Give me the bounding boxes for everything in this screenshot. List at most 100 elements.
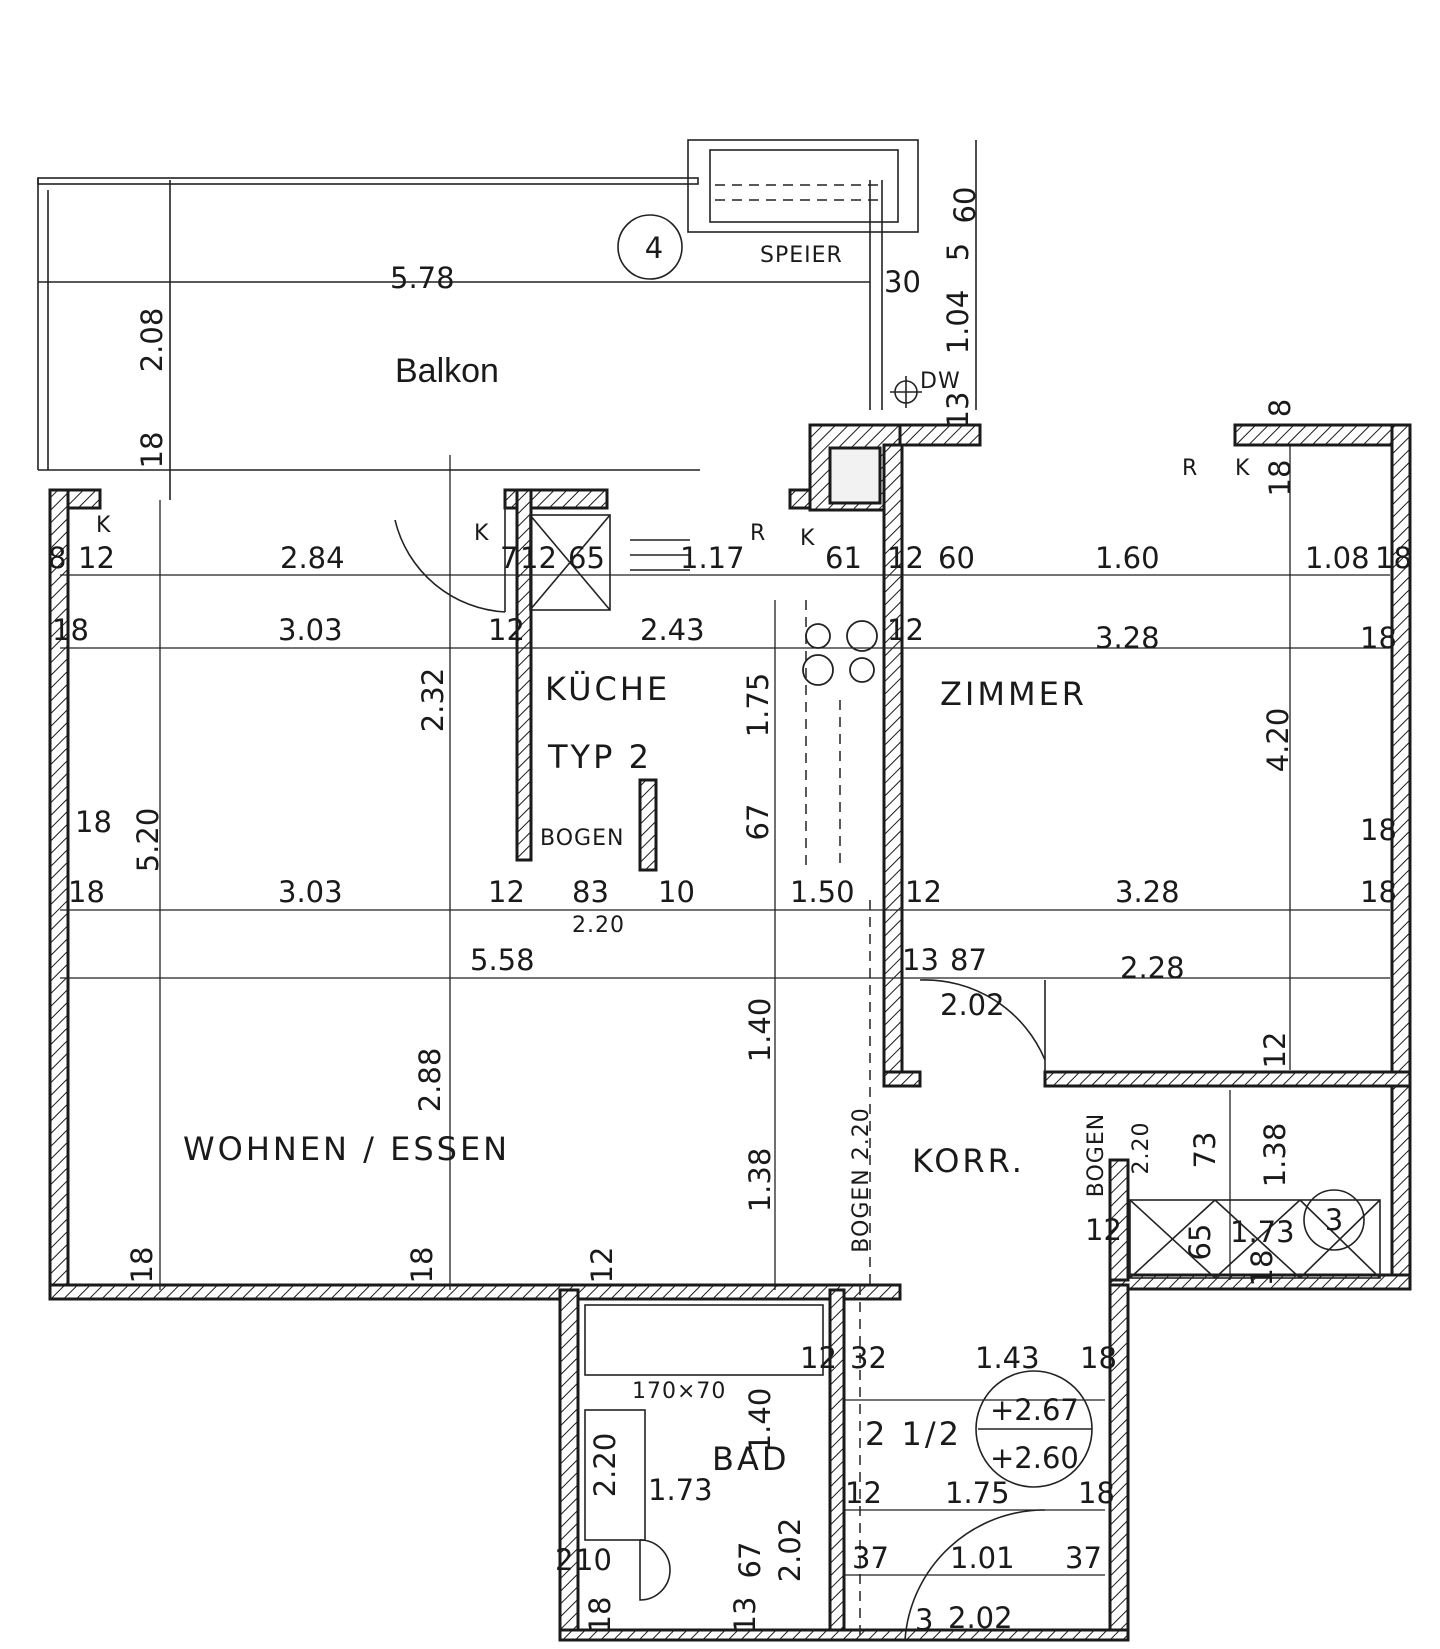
- dim-173-bath: 1.73: [648, 1473, 713, 1507]
- dim-87: 87: [950, 943, 987, 977]
- dim-101: 1.01: [950, 1541, 1015, 1575]
- dim-10-bath: 10: [575, 1543, 612, 1577]
- balcony: [37, 139, 977, 500]
- dim-73: 73: [1188, 1132, 1222, 1169]
- dim-173-store: 1.73: [1230, 1215, 1295, 1249]
- dim-12-l2: 12: [488, 613, 525, 647]
- dim-balcony-depth: 2.08: [135, 308, 169, 373]
- dim-18-r1: 18: [1375, 541, 1412, 575]
- dim-12-k1: 12: [520, 541, 557, 575]
- dim-30: 30: [884, 265, 921, 299]
- label-k-left: K: [96, 513, 111, 538]
- dim-104: 1.04: [941, 290, 975, 355]
- dim-303-bottom: 3.03: [278, 875, 343, 909]
- dim-7: 7: [500, 541, 518, 575]
- label-bogen-corridor: BOGEN 2.20: [849, 1107, 874, 1252]
- dim-13-mid: 13: [902, 943, 939, 977]
- dim-13-bath-bottom: 13: [728, 1597, 762, 1634]
- marker-3: 3: [1325, 1203, 1343, 1237]
- dim-18-bl1: 18: [125, 1247, 159, 1284]
- dim-18-corr2: 18: [1078, 1476, 1115, 1510]
- label-k-zimmer: K: [1235, 456, 1250, 481]
- dim-303-top: 3.03: [278, 613, 343, 647]
- dim-60-zimmer: 60: [938, 541, 975, 575]
- dim-60: 60: [948, 187, 982, 224]
- plan-labels: 4 SPEIER 5.78 30 60 5 1.04 2.08 18 Balko…: [48, 187, 1412, 1637]
- dim-558: 5.58: [470, 943, 535, 977]
- dim-220-bath: 2.20: [588, 1433, 622, 1498]
- dim-243: 2.43: [640, 613, 705, 647]
- dim-balcony-width: 5.78: [390, 261, 455, 295]
- dim-220-store: 2.20: [1129, 1122, 1154, 1175]
- dim-160: 1.60: [1095, 541, 1160, 575]
- dim-138-living: 1.38: [743, 1148, 777, 1213]
- dim-150: 1.50: [790, 875, 855, 909]
- label-bogen-store: BOGEN: [1084, 1113, 1109, 1197]
- dim-108: 1.08: [1305, 541, 1370, 575]
- dim-32: 32: [850, 1341, 887, 1375]
- dim-18-corr1: 18: [1080, 1341, 1117, 1375]
- dim-12-store: 12: [1085, 1213, 1122, 1247]
- room-wohnen: WOHNEN / ESSEN: [183, 1130, 510, 1168]
- label-k-living: K: [474, 521, 489, 546]
- dim-18-store: 18: [1245, 1250, 1279, 1287]
- dim-8: 8: [1263, 399, 1297, 417]
- dim-61: 61: [825, 541, 862, 575]
- dim-117: 1.17: [680, 541, 745, 575]
- dim-18-l4: 18: [68, 875, 105, 909]
- dim-67-bath: 67: [733, 1542, 767, 1579]
- label-dw: DW: [920, 369, 961, 394]
- label-bogen-kitchen: BOGEN: [540, 826, 624, 851]
- dim-12-l4: 12: [488, 875, 525, 909]
- apartment-type: 2 1/2: [865, 1415, 962, 1453]
- level-upper: +2.67: [990, 1393, 1079, 1427]
- dim-284: 2.84: [280, 541, 345, 575]
- dim-83: 83: [572, 875, 609, 909]
- dim-65-store: 65: [1183, 1224, 1217, 1261]
- dim-12-m4: 12: [905, 875, 942, 909]
- dim-18-zimmer-top: 18: [1263, 460, 1297, 497]
- dim-220-kitchen: 2.20: [572, 913, 625, 938]
- dimension-lines: [60, 445, 1390, 1576]
- dim-12-corr2: 12: [845, 1476, 882, 1510]
- dim-328-top: 3.28: [1095, 621, 1160, 655]
- dim-18-l3: 18: [75, 805, 112, 839]
- dim-18-bath-bottom: 18: [583, 1597, 617, 1634]
- dim-520: 5.20: [131, 808, 165, 873]
- room-zimmer: ZIMMER: [940, 675, 1087, 713]
- dim-5: 5: [941, 243, 975, 261]
- label-r-kitchen: R: [750, 521, 766, 546]
- dim-138-store: 1.38: [1258, 1123, 1292, 1188]
- dim-175-corr: 1.75: [945, 1476, 1010, 1510]
- dim-10: 10: [658, 875, 695, 909]
- label-k-kitchen: K: [800, 526, 815, 551]
- label-tub: 170×70: [632, 1379, 726, 1404]
- room-korr: KORR.: [912, 1142, 1025, 1180]
- dim-65: 65: [568, 541, 605, 575]
- dim-8-left: 8: [48, 541, 66, 575]
- dim-202-bath: 2.02: [773, 1518, 807, 1583]
- label-r-zimmer: R: [1182, 456, 1198, 481]
- level-lower: +2.60: [990, 1441, 1079, 1475]
- room-balkon: Balkon: [395, 352, 499, 390]
- walls: [48, 423, 1412, 1642]
- dim-67-kitchen: 67: [741, 804, 775, 841]
- dim-143: 1.43: [975, 1341, 1040, 1375]
- dim-420: 4.20: [1261, 708, 1295, 773]
- room-typ: TYP 2: [547, 738, 652, 776]
- dim-12-k2: 12: [887, 541, 924, 575]
- dim-37-right: 37: [1065, 1541, 1102, 1575]
- dim-175-kitchen: 1.75: [741, 673, 775, 738]
- dim-18-l2: 18: [52, 613, 89, 647]
- dim-12-bath: 12: [800, 1341, 837, 1375]
- dim-18-balcony: 18: [135, 432, 169, 469]
- dim-228: 2.28: [1120, 951, 1185, 985]
- dim-2: 2: [555, 1543, 573, 1577]
- dim-288: 2.88: [413, 1048, 447, 1113]
- dim-37-left: 37: [852, 1541, 889, 1575]
- dim-18-r3: 18: [1360, 813, 1397, 847]
- dim-328-bottom: 3.28: [1115, 875, 1180, 909]
- dim-18-r4: 18: [1360, 875, 1397, 909]
- room-kueche: KÜCHE: [545, 670, 670, 708]
